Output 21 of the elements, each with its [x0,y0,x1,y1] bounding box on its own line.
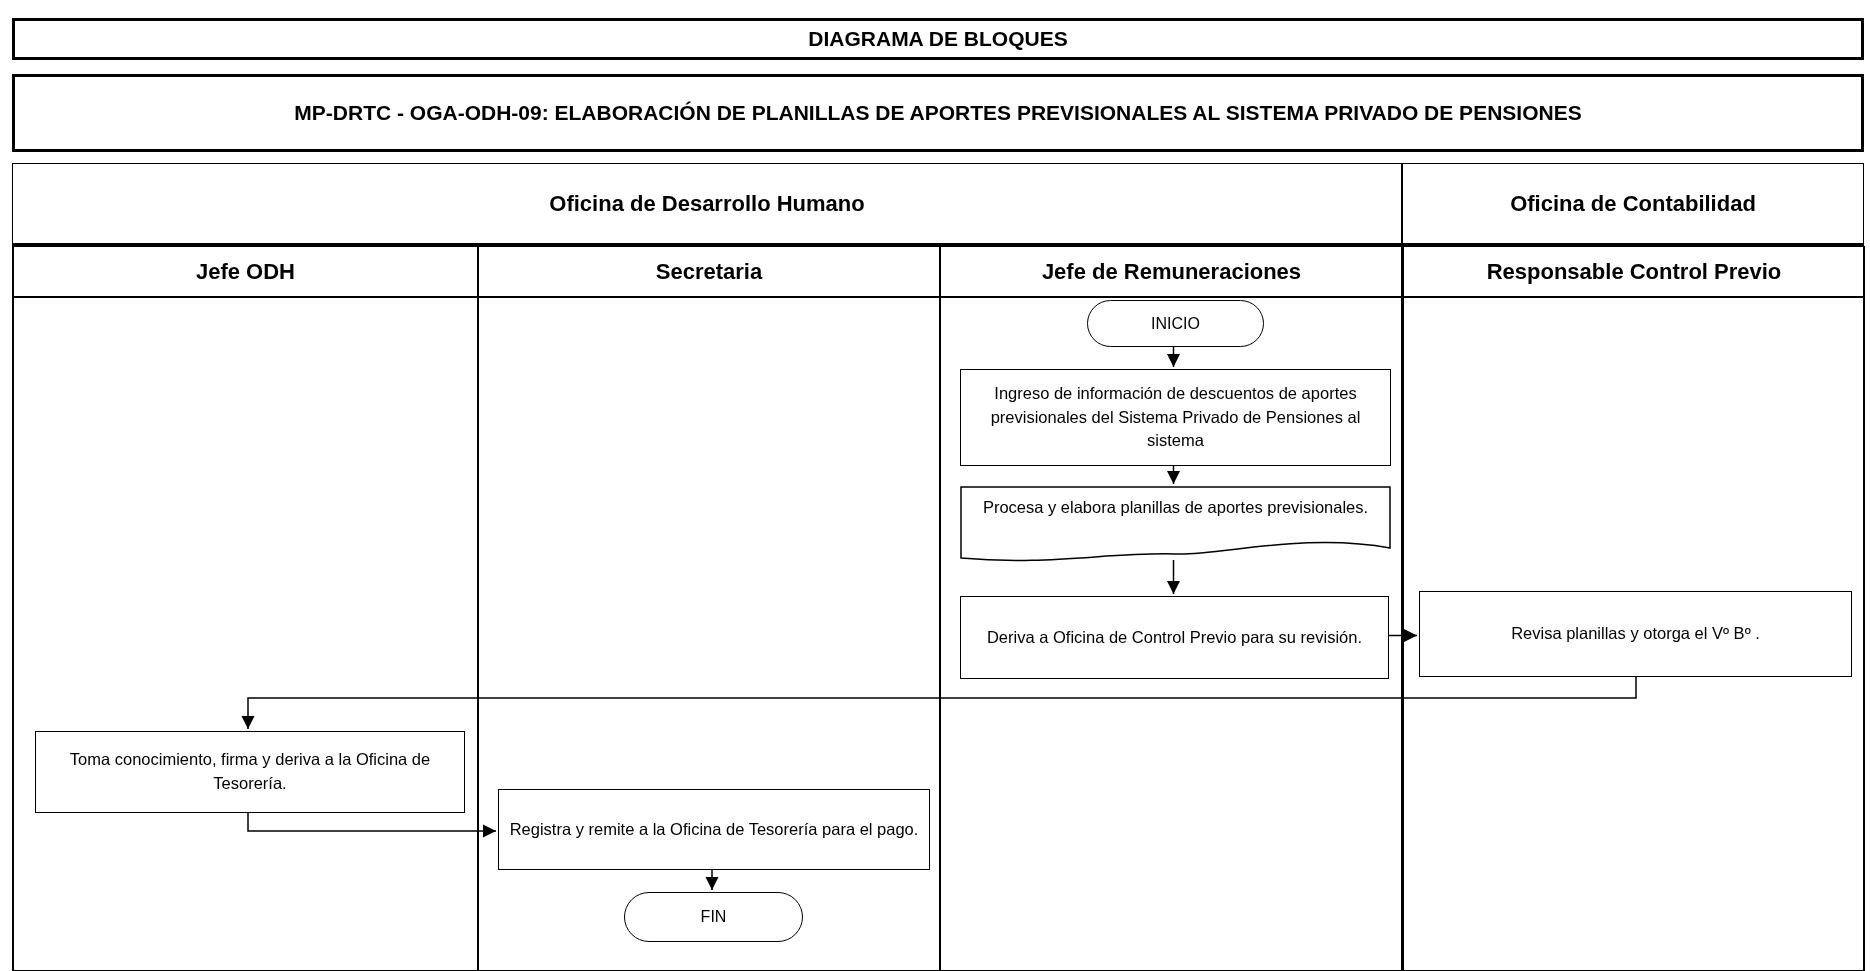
title: DIAGRAMA DE BLOQUES [12,18,1864,60]
role-lane [478,246,940,971]
terminal: INICIO [1087,300,1264,347]
lane-header: Oficina de Contabilidad [1403,164,1863,246]
document-box: Procesa y elabora planillas de aportes previsionales. [960,486,1391,562]
subtitle: MP-DRTC - OGA-ODH-09: ELABORACIÓN DE PLANILLAS DE APORTES PREVISIONALES AL SISTEMA PRIVADO DE PENSIONES [12,74,1864,152]
lane-header: Jefe de Remuneraciones [941,247,1402,298]
lane-header: Oficina de Desarrollo Humano [13,164,1401,246]
terminal: FIN [624,892,803,942]
process-box: Toma conocimiento, firma y deriva a la Oficina de Tesorería. [35,731,465,813]
process-box: Deriva a Oficina de Control Previo para su revisión. [960,596,1389,679]
process-box: Ingreso de información de descuentos de aportes previsionales del Sistema Privado de Pensiones al sistema [960,369,1391,466]
department-lane [12,163,1402,971]
role-lane [13,246,478,971]
lane-header: Jefe ODH [14,247,477,298]
process-box: Revisa planillas y otorga el Vº Bº . [1419,591,1852,677]
arrow [1166,559,1181,595]
process-box: Registra y remite a la Oficina de Tesorería para el pago. [498,789,930,870]
lane-header: Secretaria [479,247,939,298]
role-lane [940,246,1403,971]
lane-header: Responsable Control Previo [1404,247,1864,298]
